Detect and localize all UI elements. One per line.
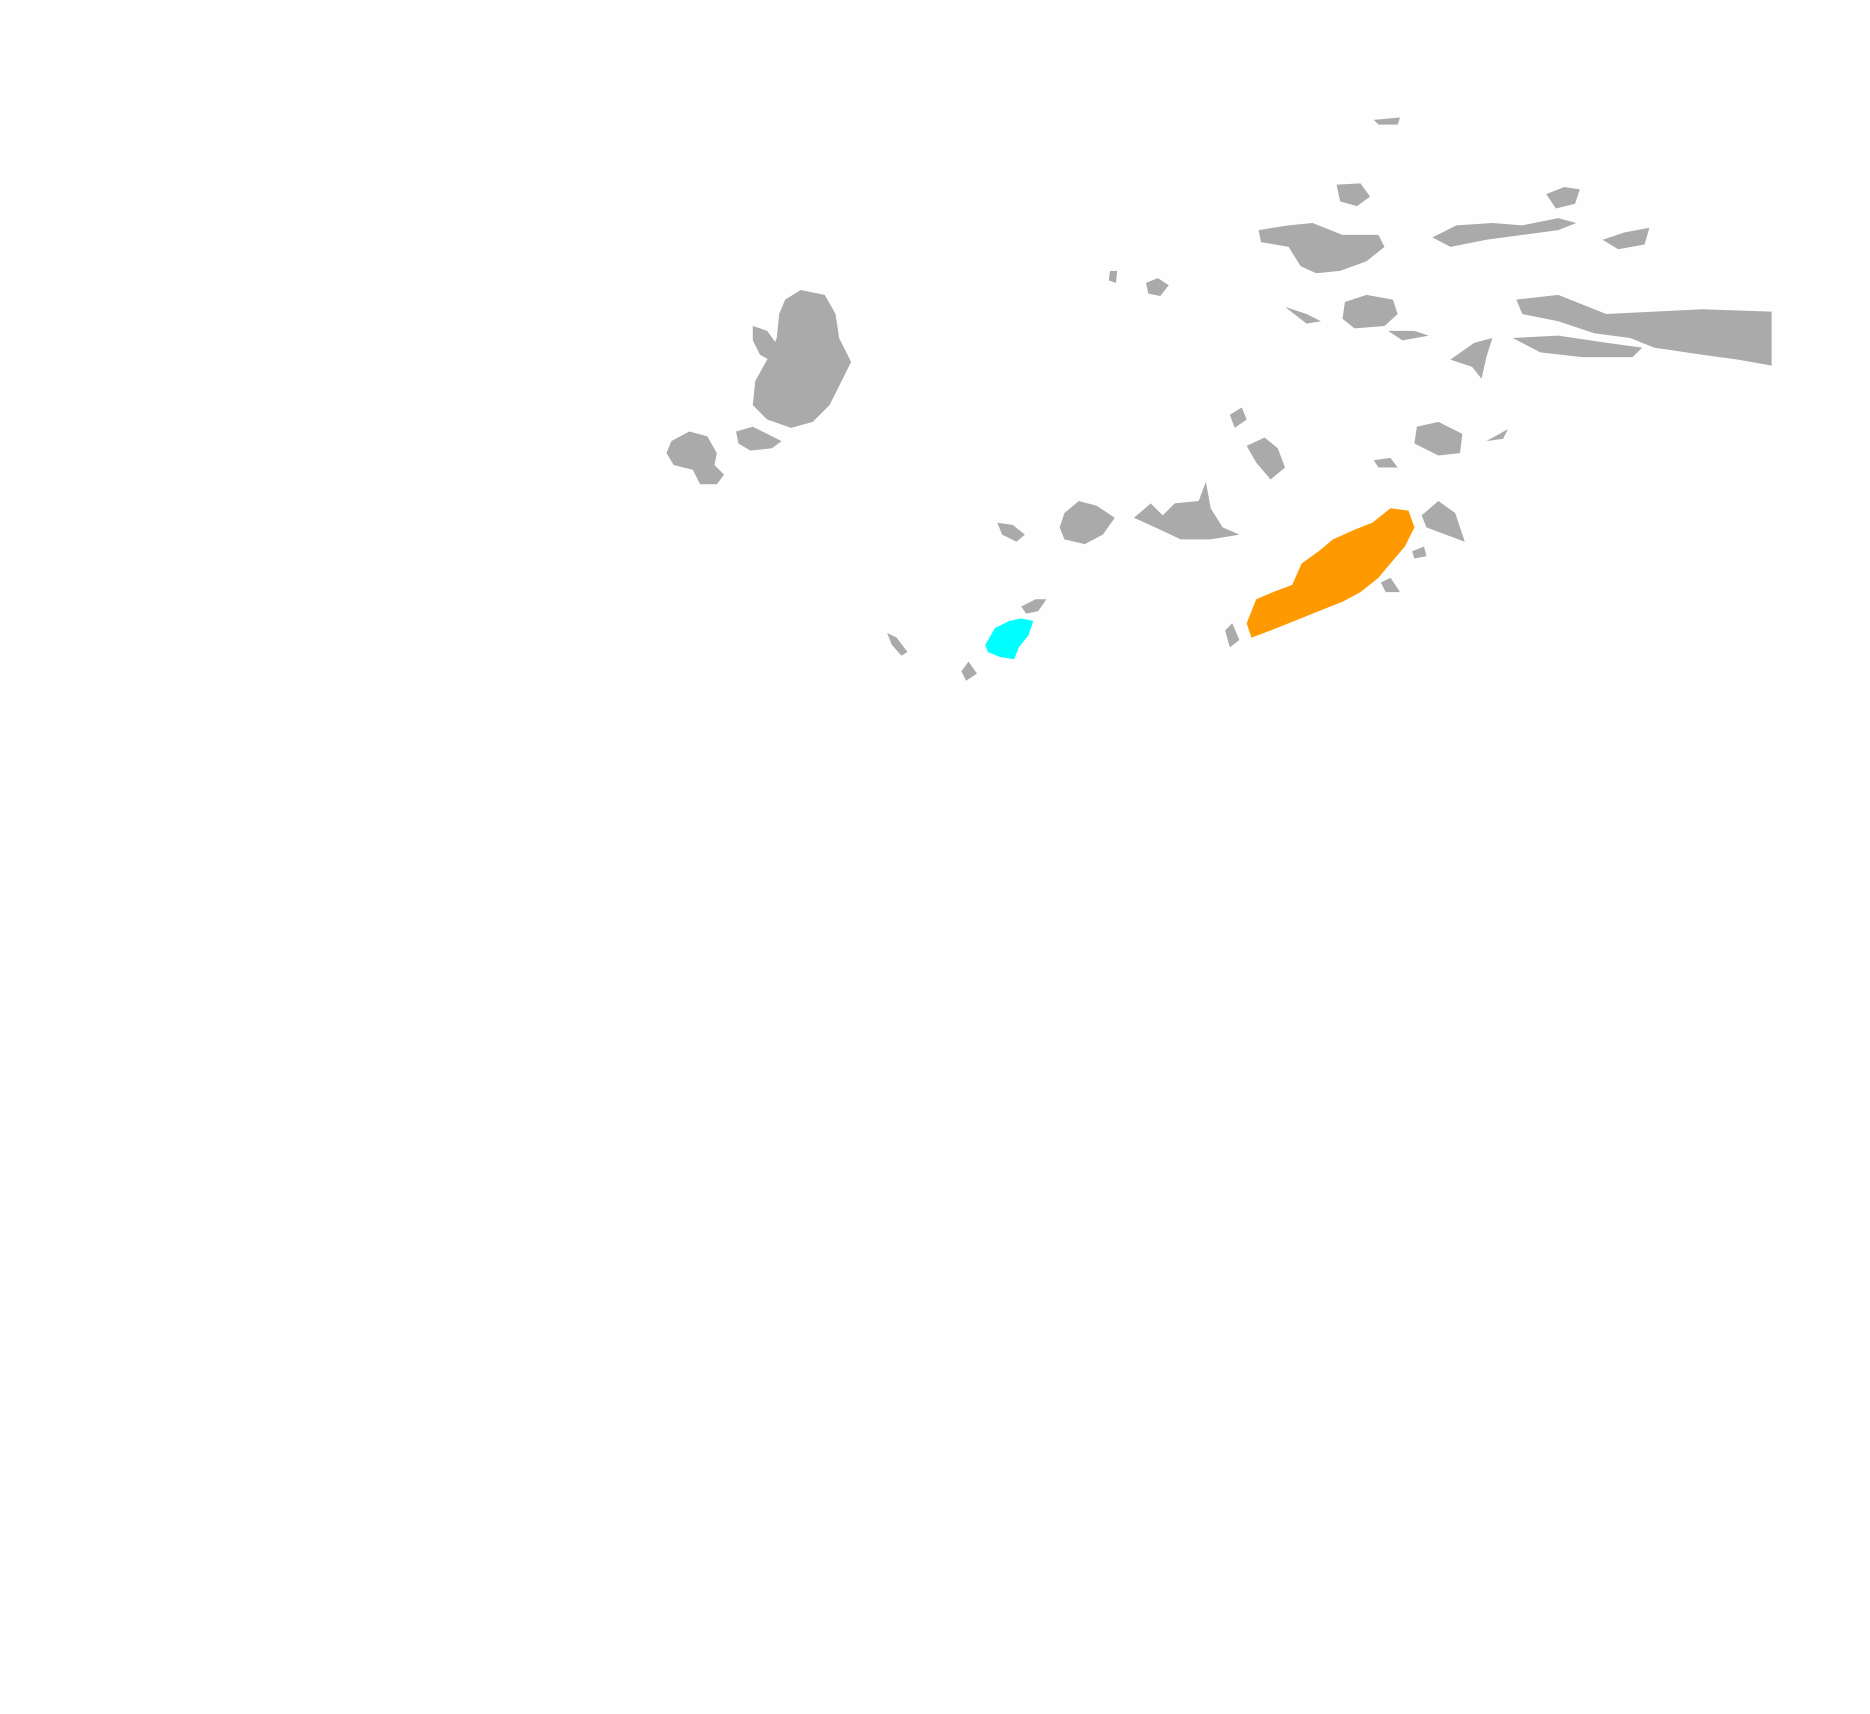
island-central-2[interactable]	[1246, 437, 1285, 480]
highlighted-region-cyan[interactable]	[985, 618, 1034, 660]
island-sw-3[interactable]	[1021, 599, 1047, 614]
island-ne-small-2[interactable]	[1342, 294, 1398, 329]
island-sw-1[interactable]	[887, 632, 908, 656]
island-central-3[interactable]	[1414, 421, 1463, 456]
island-central-1[interactable]	[1229, 407, 1247, 428]
island-ne-big[interactable]	[1258, 222, 1385, 274]
island-central-6[interactable]	[997, 522, 1025, 542]
highlighted-region-orange[interactable]	[1246, 508, 1415, 638]
island-ne-strip-3[interactable]	[1512, 335, 1643, 358]
island-central-8[interactable]	[1133, 481, 1240, 540]
island-ne-small-4[interactable]	[1602, 227, 1650, 250]
island-ne-small-9[interactable]	[1388, 330, 1429, 341]
island-central-7[interactable]	[1059, 501, 1115, 545]
island-ne-small-3[interactable]	[1546, 186, 1580, 209]
island-ne-small-1[interactable]	[1336, 183, 1371, 207]
island-west-2[interactable]	[736, 426, 782, 451]
island-ne-small-6[interactable]	[1145, 278, 1169, 297]
island-central-4[interactable]	[1373, 457, 1398, 468]
island-ne-strip-4[interactable]	[1450, 338, 1493, 379]
island-west-1[interactable]	[666, 431, 725, 485]
land-features	[666, 117, 1772, 681]
island-east-3[interactable]	[1412, 546, 1427, 559]
island-ne-small-7[interactable]	[1108, 270, 1118, 283]
island-ne-small-8[interactable]	[1284, 306, 1321, 324]
island-ne-small-5[interactable]	[1373, 117, 1401, 125]
island-ne-strip-1[interactable]	[1432, 218, 1577, 247]
island-central-5[interactable]	[1486, 429, 1508, 442]
island-east-2[interactable]	[1380, 577, 1401, 593]
island-sw-4[interactable]	[1225, 623, 1240, 648]
landmass-northwest-lobe[interactable]	[752, 326, 780, 362]
island-ne-strip-2[interactable]	[1516, 294, 1772, 366]
island-east-1[interactable]	[1421, 501, 1465, 542]
landmass-main[interactable]	[752, 290, 852, 428]
island-sw-2[interactable]	[961, 661, 977, 681]
